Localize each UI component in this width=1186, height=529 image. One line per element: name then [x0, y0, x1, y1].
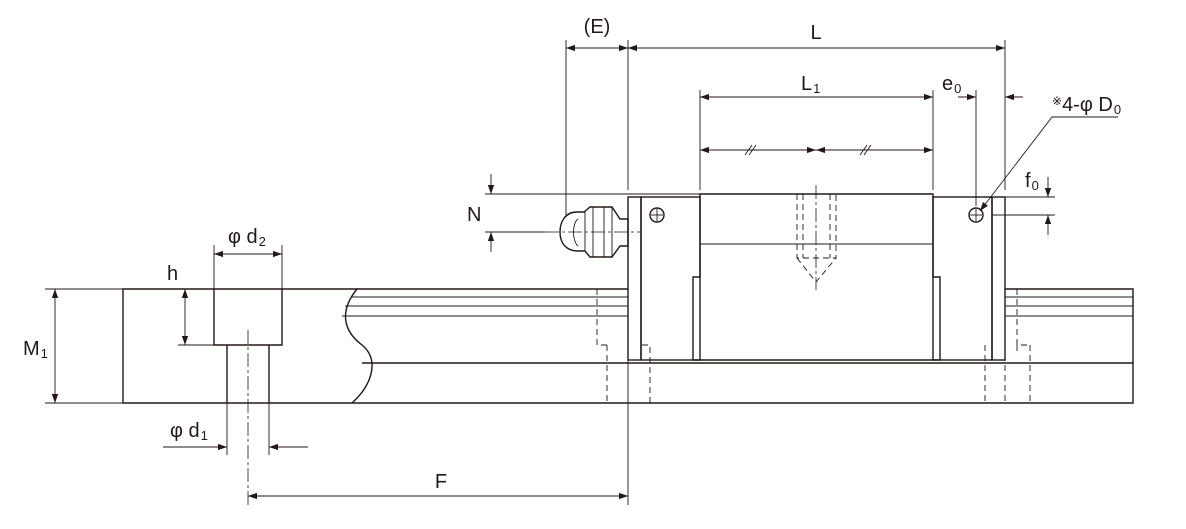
- label-m1: M1: [23, 338, 48, 361]
- grease-nipple: [545, 206, 640, 258]
- label-d0: ※4-φ D0: [1052, 94, 1121, 117]
- label-l: L: [810, 22, 821, 44]
- label-n: N: [467, 204, 481, 226]
- label-f: F: [435, 471, 447, 493]
- oil-hole-left: [649, 207, 665, 223]
- break-line: [345, 288, 373, 404]
- label-f0: f0: [1025, 170, 1039, 193]
- label-h: h: [167, 263, 178, 285]
- counterbore: [213, 289, 283, 346]
- oil-hole-right: [968, 207, 984, 223]
- label-d1: φ d1: [170, 420, 208, 443]
- label-l1: L1: [801, 73, 820, 96]
- dimensions: [45, 40, 1118, 505]
- label-e: (E): [584, 16, 611, 38]
- rail: [122, 288, 1134, 505]
- rail-left-end: [122, 288, 373, 404]
- carriage: [627, 185, 1006, 361]
- label-d2: φ d2: [228, 226, 266, 249]
- label-e0: e0: [942, 73, 961, 96]
- through-hole: [226, 345, 270, 403]
